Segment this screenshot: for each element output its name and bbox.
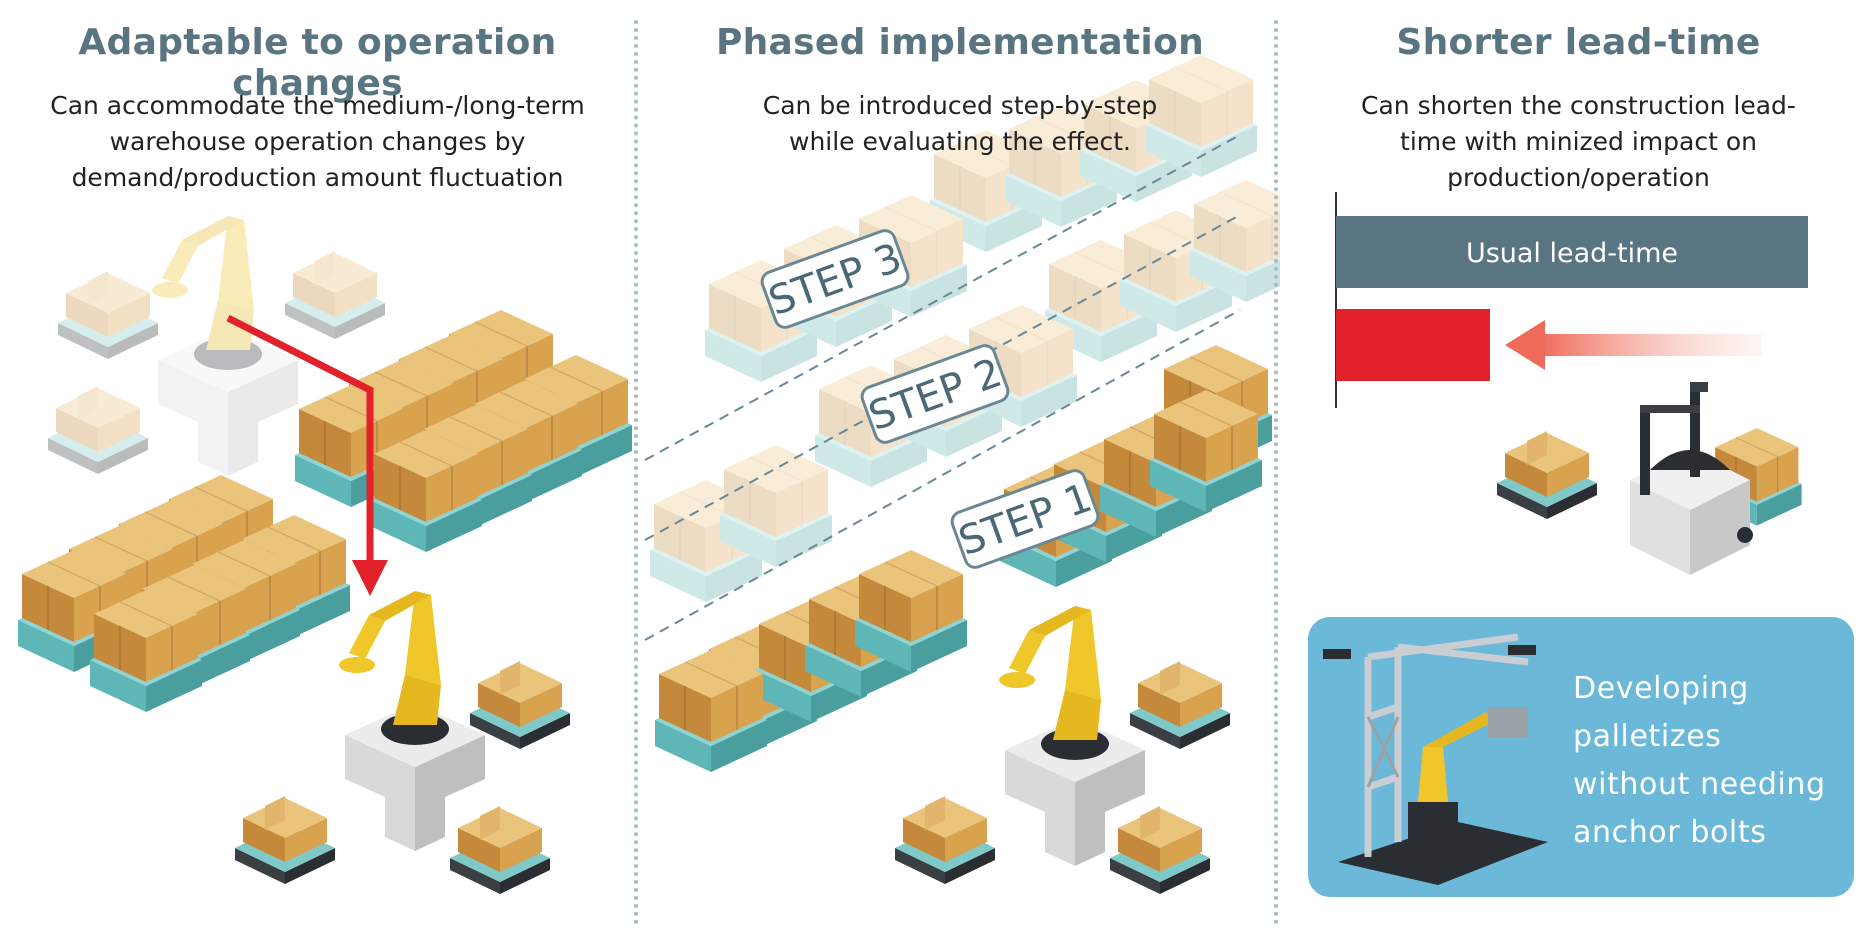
panel-description: Can accommodate the medium-/long-term wa… bbox=[50, 91, 585, 192]
panel-title: Shorter lead-time bbox=[1396, 22, 1761, 63]
panel-title: Adaptable to operation changes bbox=[78, 22, 557, 104]
box-stacks-front bbox=[17, 474, 351, 713]
phased-illustration: STEP 3 STEP 2 STEP 1 bbox=[644, 54, 1280, 894]
agv-cart bbox=[450, 806, 550, 894]
relocation-arrow bbox=[226, 314, 388, 596]
step-boundary-lines bbox=[644, 134, 1241, 641]
agv-cart bbox=[895, 796, 995, 884]
palletizer-frame-illustration bbox=[1323, 633, 1548, 885]
agv-cart bbox=[1110, 806, 1210, 894]
box-stacks-back bbox=[294, 309, 633, 553]
info-box: Developing palletizes without needing an… bbox=[1308, 617, 1854, 897]
panel-description: Can be introduced step-by-step while eva… bbox=[762, 91, 1158, 156]
panel-phased: STEP 3 STEP 2 STEP 1 Phased implementati… bbox=[640, 0, 1280, 950]
panel-lead-time: Shorter lead-time Can shorten the constr… bbox=[1285, 0, 1872, 950]
divider bbox=[1274, 20, 1278, 925]
panel-title: Phased implementation bbox=[715, 22, 1205, 63]
divider bbox=[634, 20, 638, 925]
agv-cart bbox=[235, 796, 335, 884]
palletizing-robot bbox=[339, 591, 485, 851]
panel-description: Can shorten the construction lead-time w… bbox=[1361, 91, 1796, 192]
warehouse-illustration bbox=[17, 216, 633, 894]
info-box-text: Developing palletizes without needing an… bbox=[1573, 671, 1826, 850]
step-1-label: STEP 1 bbox=[950, 469, 1100, 569]
agv-cart bbox=[1130, 661, 1230, 749]
panel-adaptable: Adaptable to operation changes Can accom… bbox=[0, 0, 635, 950]
